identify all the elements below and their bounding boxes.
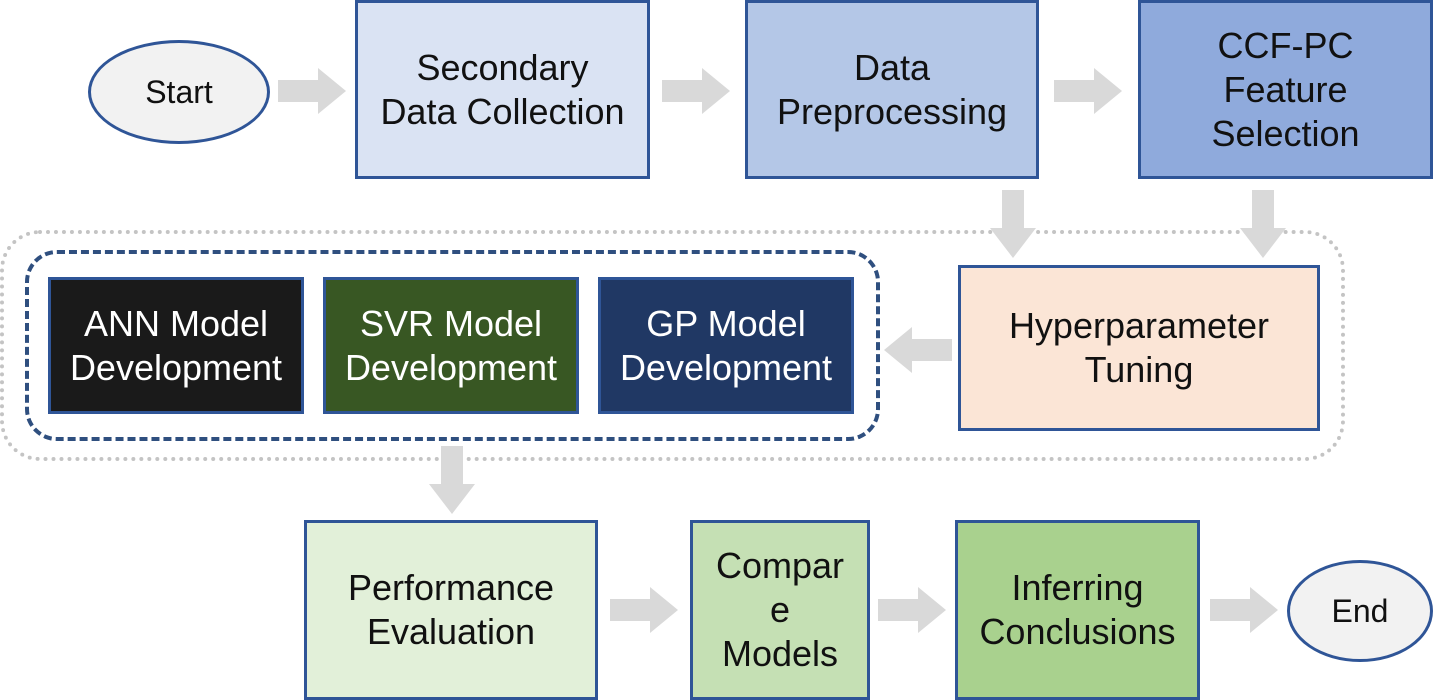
arrow-tuning-to-models	[884, 327, 952, 373]
model-group-outline	[25, 250, 880, 441]
arrow-conclusions-to-end	[1210, 587, 1278, 633]
secondary-data-collection-box: Secondary Data Collection	[355, 0, 650, 179]
arrow-collection-to-preprocessing	[662, 68, 730, 114]
arrow-preprocessing-to-tuning	[990, 190, 1036, 258]
svr-model-box: SVR Model Development	[323, 277, 579, 414]
performance-evaluation-box: Performance Evaluation	[304, 520, 598, 700]
arrow-compare-to-conclusions	[878, 587, 946, 633]
end-node: End	[1287, 560, 1433, 662]
arrow-start-to-collection	[278, 68, 346, 114]
gp-model-box: GP Model Development	[598, 277, 854, 414]
arrow-evaluation-to-compare	[610, 587, 678, 633]
ann-model-box: ANN Model Development	[48, 277, 304, 414]
arrow-preprocessing-to-feature-selection	[1054, 68, 1122, 114]
hyperparameter-tuning-box: Hyperparameter Tuning	[958, 265, 1320, 431]
arrow-feature-selection-to-tuning	[1240, 190, 1286, 258]
start-node: Start	[88, 40, 270, 144]
data-preprocessing-box: Data Preprocessing	[745, 0, 1039, 179]
tuning-group-outline	[0, 230, 1345, 461]
ccf-pc-feature-selection-box: CCF-PC Feature Selection	[1138, 0, 1433, 179]
compare-models-box: Compar e Models	[690, 520, 870, 700]
inferring-conclusions-box: Inferring Conclusions	[955, 520, 1200, 700]
arrow-models-to-evaluation	[429, 446, 475, 514]
